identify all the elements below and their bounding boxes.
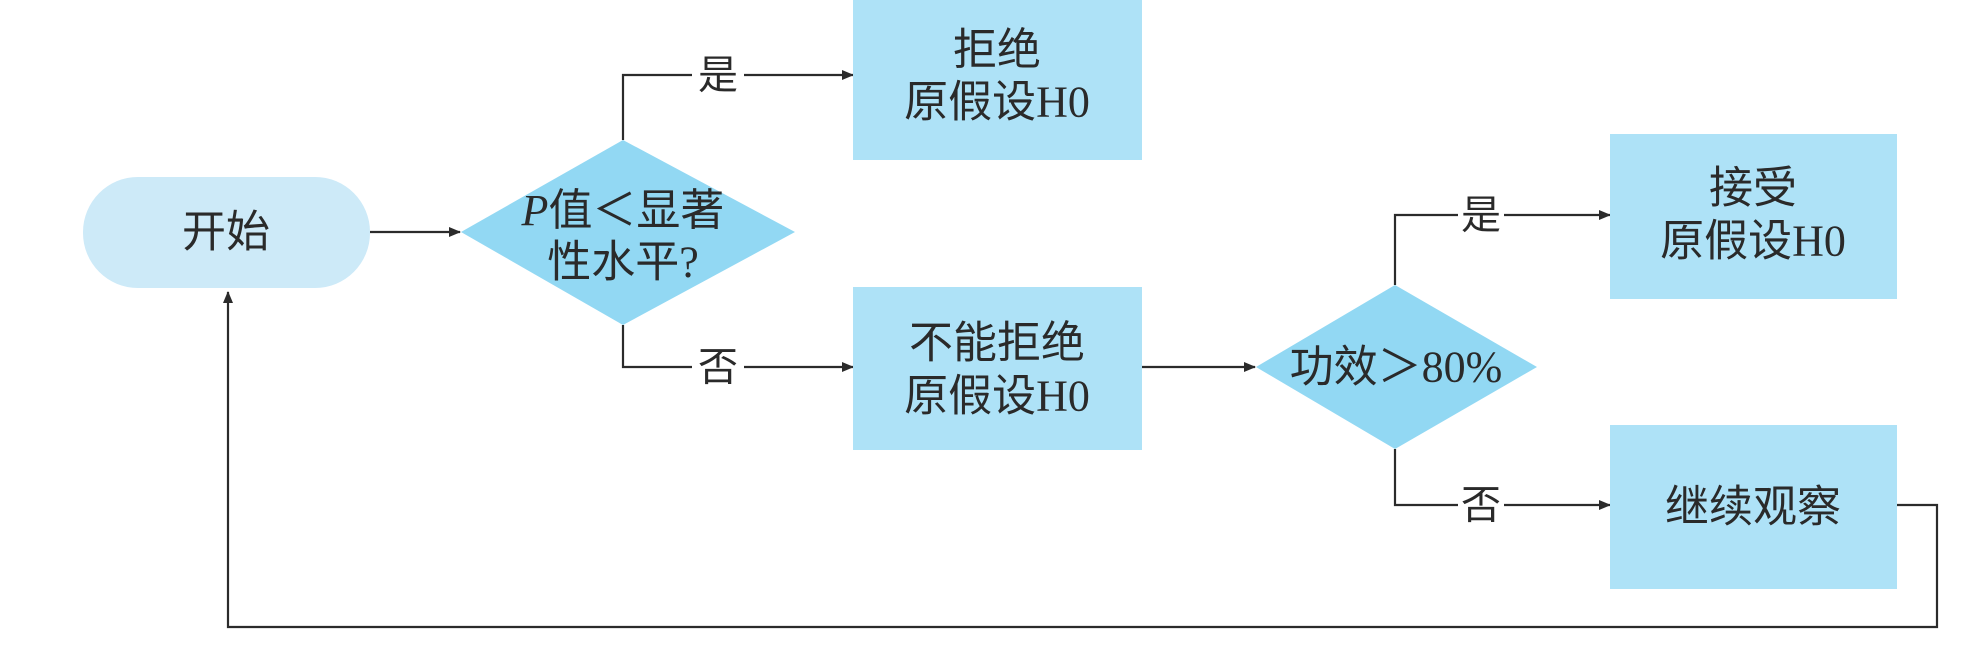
decision-p-value-line1-rest: 值＜显著 xyxy=(548,186,724,235)
accept-h0-box xyxy=(1610,134,1897,299)
not-reject-h0-node: 不能拒绝 原假设H0 xyxy=(853,287,1142,450)
accept-h0-line2: 原假设H0 xyxy=(1660,217,1846,266)
edge-label-power-no: 否 xyxy=(1461,483,1501,528)
start-label: 开始 xyxy=(182,208,270,257)
reject-h0-node: 拒绝 原假设H0 xyxy=(853,0,1142,160)
decision-power-shape xyxy=(1256,285,1537,449)
edge-label-p-yes: 是 xyxy=(698,53,738,98)
edge-label-p-no: 否 xyxy=(698,345,738,390)
continue-observe-box xyxy=(1610,425,1897,589)
reject-h0-box xyxy=(853,0,1142,160)
edge-decision-p-yes xyxy=(621,75,853,140)
edge-power-yes xyxy=(1393,215,1610,285)
decision-p-value-line1: P值＜显著 xyxy=(521,186,725,235)
start-terminal-shape xyxy=(83,177,370,288)
edge-decision-p-no xyxy=(621,325,853,367)
edge-power-no xyxy=(1393,449,1610,505)
decision-p-value-node: P值＜显著 性水平? xyxy=(461,140,795,325)
decision-p-value-shape xyxy=(461,140,795,325)
not-reject-h0-line2: 原假设H0 xyxy=(904,372,1090,421)
continue-observe-label: 继续观察 xyxy=(1665,483,1841,532)
decision-power-node: 功效＞80% xyxy=(1256,285,1537,449)
edge-labels: 是 否 是 否 xyxy=(698,53,1501,528)
continue-observe-node: 继续观察 xyxy=(1610,425,1897,589)
accept-h0-line1: 接受 xyxy=(1709,164,1797,213)
reject-h0-line1: 拒绝 xyxy=(953,26,1041,75)
decision-p-value-line2: 性水平? xyxy=(547,238,699,287)
reject-h0-line2: 原假设H0 xyxy=(904,78,1090,127)
p-variable: P xyxy=(521,186,549,235)
edge-loop-back-to-start xyxy=(223,291,1939,629)
not-reject-h0-box xyxy=(853,287,1142,450)
connectors xyxy=(223,75,1939,629)
accept-h0-node: 接受 原假设H0 xyxy=(1610,134,1897,299)
start-node: 开始 xyxy=(83,177,370,288)
not-reject-h0-line1: 不能拒绝 xyxy=(909,319,1085,368)
edge-label-power-yes: 是 xyxy=(1461,193,1501,238)
decision-power-label: 功效＞80% xyxy=(1290,343,1503,392)
